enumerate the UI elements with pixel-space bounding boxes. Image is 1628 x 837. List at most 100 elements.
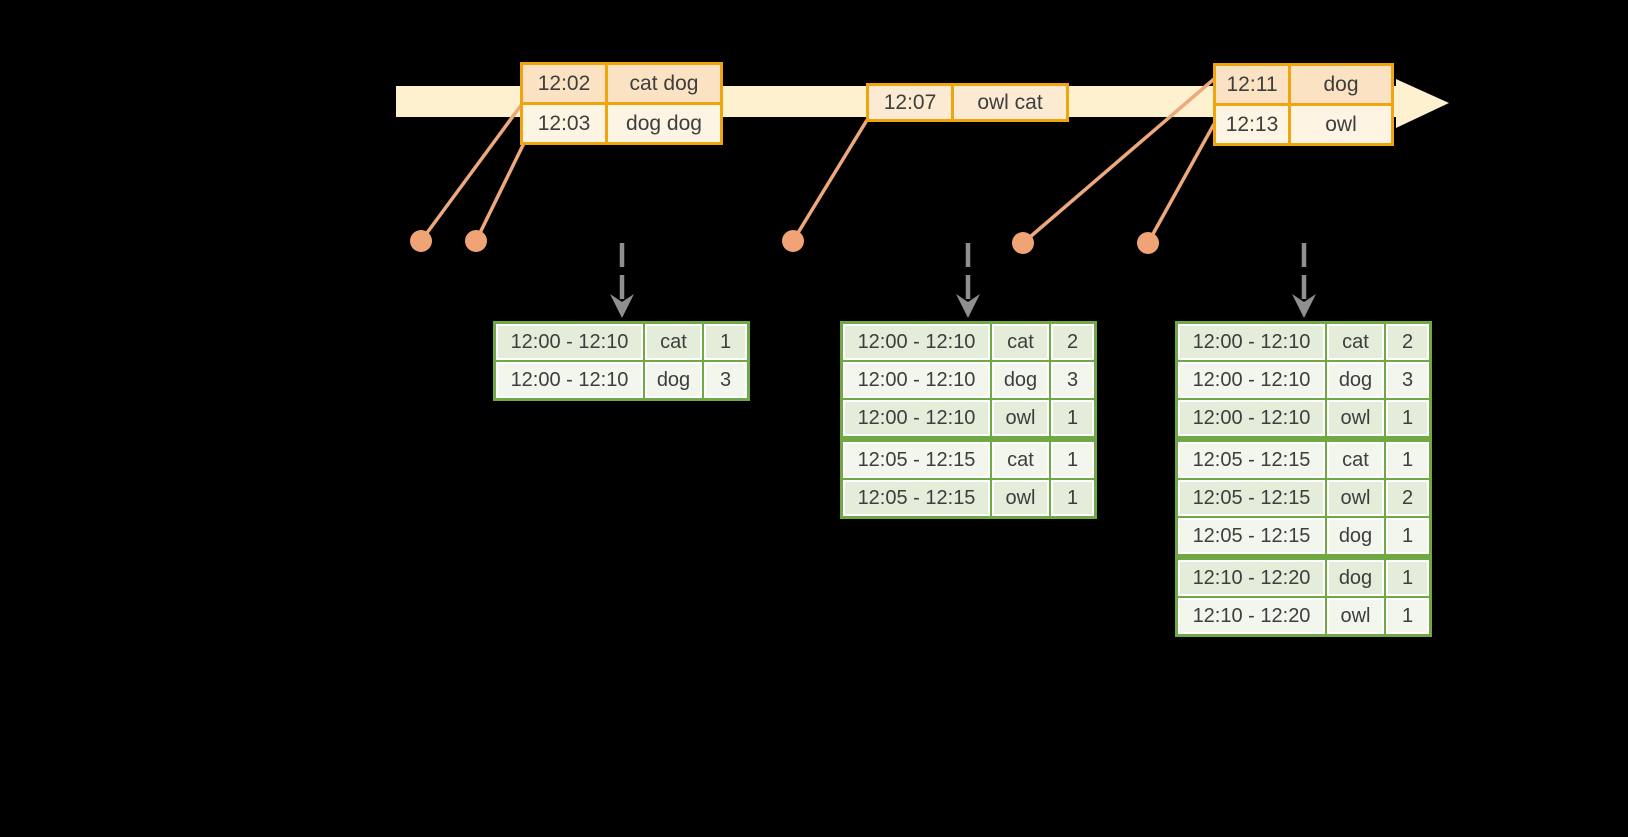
result-row: 12:00 - 12:10 dog 3 [843,362,1094,398]
window-cell: 12:00 - 12:10 [1178,324,1325,360]
result-row: 12:05 - 12:15 owl 1 [843,480,1094,516]
count-cell: 1 [1051,400,1094,436]
event-connector-line [1021,77,1216,245]
result-row: 12:00 - 12:10 owl 1 [1178,400,1429,436]
result-row: 12:05 - 12:15 owl 2 [1178,480,1429,516]
window-group-divider [1178,556,1429,558]
result-table-1: 12:00 - 12:10 cat 1 12:00 - 12:10 dog 3 [493,321,750,401]
word-cell: owl [992,400,1049,436]
event-time-dot-icon [782,230,804,252]
event-connector-line [419,102,524,243]
word-cell: cat [1327,442,1384,478]
count-cell: 2 [1051,324,1094,360]
count-cell: 2 [1386,480,1429,516]
count-cell: 1 [1051,480,1094,516]
result-row: 12:05 - 12:15 dog 1 [1178,518,1429,554]
result-row: 12:00 - 12:10 owl 1 [843,400,1094,436]
window-cell: 12:00 - 12:10 [843,362,990,398]
window-cell: 12:10 - 12:20 [1178,560,1325,596]
window-cell: 12:05 - 12:15 [1178,518,1325,554]
count-cell: 1 [1386,560,1429,596]
count-cell: 1 [1386,442,1429,478]
trigger-arrow-icon [1292,243,1316,318]
event-connector-line [791,119,869,242]
result-row: 12:10 - 12:20 owl 1 [1178,598,1429,634]
count-cell: 1 [704,324,747,360]
event-words-cell: dog [1291,66,1391,103]
window-cell: 12:00 - 12:10 [843,324,990,360]
word-cell: owl [1327,400,1384,436]
word-cell: cat [992,442,1049,478]
window-group-divider [1178,438,1429,440]
word-cell: dog [992,362,1049,398]
result-row: 12:05 - 12:15 cat 1 [1178,442,1429,478]
event-connector-lines [419,77,1216,245]
window-cell: 12:00 - 12:10 [1178,362,1325,398]
window-cell: 12:00 - 12:10 [1178,400,1325,436]
event-row: 12:02 cat dog [523,65,720,102]
trigger-arrow-icon [956,243,980,318]
count-cell: 1 [1386,400,1429,436]
count-cell: 2 [1386,324,1429,360]
event-table-3: 12:11 dog 12:13 owl [1213,63,1394,146]
window-cell: 12:05 - 12:15 [1178,480,1325,516]
event-row: 12:03 dog dog [523,105,720,142]
result-table-3: 12:00 - 12:10 cat 2 12:00 - 12:10 dog 3 … [1175,321,1432,637]
timeline-arrowhead-icon [1396,79,1449,128]
event-time-cell: 12:02 [523,65,605,102]
event-time-dot-icon [465,230,487,252]
result-row: 12:00 - 12:10 cat 2 [1178,324,1429,360]
window-cell: 12:10 - 12:20 [1178,598,1325,634]
event-row: 12:11 dog [1216,66,1391,103]
result-table-2: 12:00 - 12:10 cat 2 12:00 - 12:10 dog 3 … [840,321,1097,519]
word-cell: owl [992,480,1049,516]
count-cell: 3 [1051,362,1094,398]
event-words-cell: cat dog [608,65,720,102]
event-row: 12:13 owl [1216,106,1391,143]
window-cell: 12:00 - 12:10 [496,362,643,398]
event-time-dots [410,230,1159,254]
result-row: 12:10 - 12:20 dog 1 [1178,560,1429,596]
window-cell: 12:00 - 12:10 [843,400,990,436]
event-table-1: 12:02 cat dog 12:03 dog dog [520,62,723,145]
result-row: 12:00 - 12:10 dog 3 [496,362,747,398]
result-row: 12:00 - 12:10 cat 1 [496,324,747,360]
event-table-2: 12:07 owl cat [866,83,1069,122]
event-time-cell: 12:03 [523,105,605,142]
result-row: 12:05 - 12:15 cat 1 [843,442,1094,478]
event-words-cell: owl [1291,106,1391,143]
event-time-cell: 12:11 [1216,66,1288,103]
result-row: 12:00 - 12:10 dog 3 [1178,362,1429,398]
word-cell: owl [1327,480,1384,516]
window-group-divider [843,438,1094,440]
trigger-arrows [610,243,1316,318]
word-cell: cat [992,324,1049,360]
trigger-arrow-icon [610,243,634,318]
event-time-dot-icon [1012,232,1034,254]
event-words-cell: dog dog [608,105,720,142]
event-time-cell: 12:07 [869,86,951,119]
count-cell: 1 [1051,442,1094,478]
window-cell: 12:05 - 12:15 [1178,442,1325,478]
word-cell: dog [645,362,702,398]
word-cell: owl [1327,598,1384,634]
event-time-dot-icon [410,230,432,252]
word-cell: cat [1327,324,1384,360]
event-words-cell: owl cat [954,86,1066,119]
event-connector-line [474,142,526,242]
word-cell: dog [1327,560,1384,596]
event-row: 12:07 owl cat [869,86,1066,119]
count-cell: 1 [1386,598,1429,634]
count-cell: 3 [704,362,747,398]
event-time-cell: 12:13 [1216,106,1288,143]
event-time-dot-icon [1137,232,1159,254]
window-cell: 12:05 - 12:15 [843,442,990,478]
count-cell: 1 [1386,518,1429,554]
word-cell: dog [1327,518,1384,554]
word-cell: cat [645,324,702,360]
result-row: 12:00 - 12:10 cat 2 [843,324,1094,360]
window-cell: 12:05 - 12:15 [843,480,990,516]
window-cell: 12:00 - 12:10 [496,324,643,360]
count-cell: 3 [1386,362,1429,398]
